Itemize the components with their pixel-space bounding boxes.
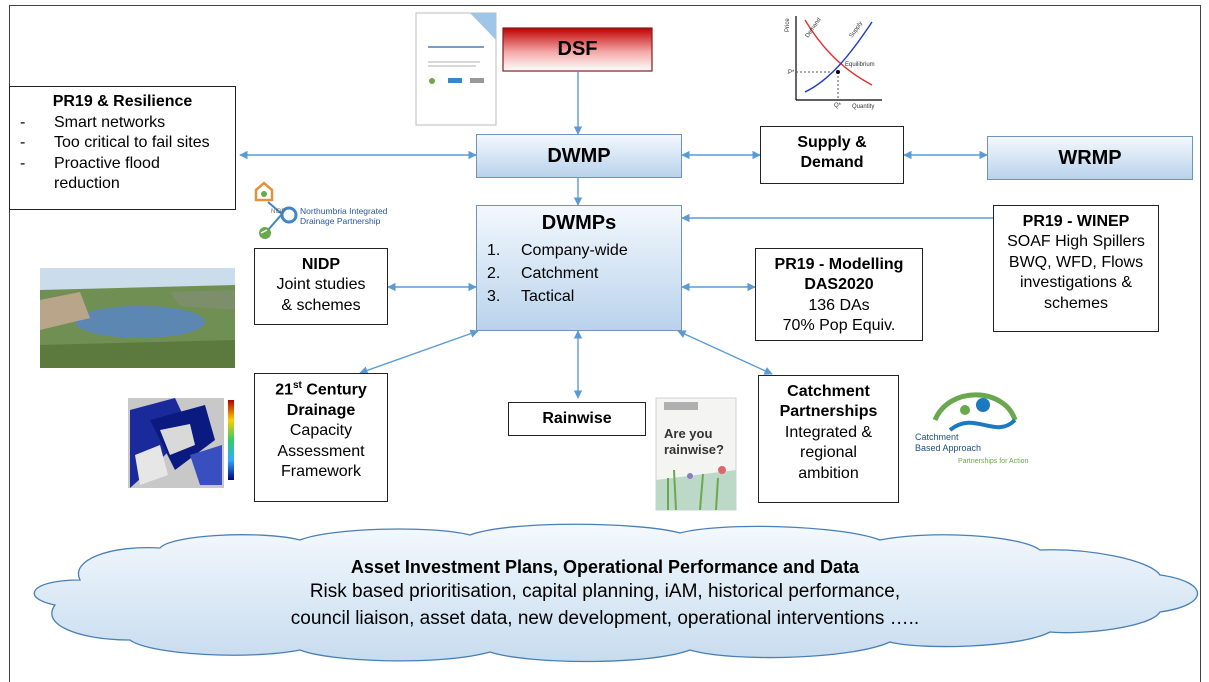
chart-equilibrium-label: Equilibrium (845, 62, 875, 68)
capacity-heatmap-image (128, 398, 234, 488)
edge-dwmps-century (359, 329, 479, 375)
cloud-line2: council liaison, asset data, new develop… (290, 607, 920, 629)
modelling-line2: 70% Pop Equiv. (782, 317, 896, 335)
winep-line4: schemes (1043, 294, 1109, 312)
pr19-resilience-item-3: -Proactive flood reduction (20, 154, 160, 193)
pr19-resilience-title: PR19 & Resilience (52, 93, 193, 110)
wrmp-label: WRMP (1058, 146, 1122, 169)
nidp-logo-line2: Drainage Partnership (300, 216, 381, 226)
supply-demand-box[interactable]: Supply & Demand (760, 126, 904, 184)
dwmps-item-3: 3.Tactical (487, 288, 575, 306)
catchment-partnerships-box[interactable]: Catchment Partnerships Integrated & regi… (758, 375, 899, 503)
rainwise-leaflet-cover (655, 397, 737, 511)
pr19-winep-box[interactable]: PR19 - WINEP SOAF High Spillers BWQ, WFD… (993, 205, 1159, 332)
diagram-frame (9, 5, 1201, 682)
catchment-line1: Integrated & (784, 423, 873, 441)
cloud-line1: Risk based prioritisation, capital plann… (309, 581, 901, 603)
dsf-label: DSF (557, 38, 598, 60)
dwmp-box[interactable]: DWMP (476, 134, 682, 178)
caba-logo-line3: Partnerships for Action (958, 458, 1029, 465)
modelling-line1: 136 DAs (808, 296, 870, 314)
catchment-line3: ambition (798, 464, 859, 482)
dwmps-item-1: 1.Company-wide (487, 242, 628, 259)
pr19-resilience-item-1: -Smart networks (20, 114, 166, 131)
nidp-logo (254, 181, 298, 239)
chart-demand-label: Demand (805, 17, 823, 39)
rainwise-cover-line2: rainwise? (664, 442, 724, 457)
nidp-box[interactable]: NIDP Joint studies & schemes (254, 248, 388, 325)
wrmp-box[interactable]: WRMP (987, 136, 1193, 180)
nidp-line2: & schemes (281, 296, 361, 314)
chart-y-label: Price (785, 18, 791, 32)
supply-demand-chart (795, 16, 882, 101)
catchment-title2: Partnerships (779, 403, 878, 421)
winep-line2: BWQ, WFD, Flows (1008, 253, 1144, 271)
nidp-logo-line1: Northumbria Integrated (300, 206, 388, 216)
pr19-resilience-box[interactable]: PR19 & Resilience -Smart networks -Too c… (9, 86, 236, 210)
cloud-shape (33, 523, 1199, 663)
dwmp-label: DWMP (547, 144, 611, 167)
caba-logo-line2: Based Approach (915, 443, 981, 453)
modelling-title2: DAS2020 (804, 276, 874, 294)
cloud-title: Asset Investment Plans, Operational Perf… (350, 557, 860, 577)
chart-q-mark: Q* (834, 103, 842, 109)
modelling-title1: PR19 - Modelling (774, 256, 904, 273)
century-line2: Assessment (277, 442, 365, 460)
dsf-box[interactable]: DSF (503, 28, 652, 71)
dsf-box-shape (502, 27, 653, 72)
winep-title: PR19 - WINEP (1022, 213, 1130, 230)
nidp-line1: Joint studies (276, 276, 366, 294)
caba-logo-line1: Catchment (915, 432, 959, 442)
catchment-title1: Catchment (787, 383, 870, 400)
supply-demand-line1: Supply & (797, 134, 867, 151)
caba-logo (932, 392, 1018, 432)
cloud-text: Asset Investment Plans, Operational Perf… (130, 555, 1080, 632)
reservoir-photo (40, 268, 235, 368)
century-line3: Framework (280, 463, 361, 481)
winep-line1: SOAF High Spillers (1007, 233, 1145, 251)
nidp-logo-mark: NIDP (271, 209, 285, 215)
pr19-resilience-item-2: -Too critical to fail sites (20, 134, 210, 152)
supply-demand-line2: Demand (800, 154, 864, 172)
edge-dwmps-catchment (677, 330, 773, 375)
rainwise-cover-line1: Are you (664, 426, 712, 441)
rainwise-box[interactable]: Rainwise (508, 402, 646, 436)
century-title2: Drainage (286, 401, 356, 419)
dsf-document-thumbnail (415, 12, 497, 126)
chart-p-mark: P* (788, 70, 795, 76)
nidp-title: NIDP (301, 256, 341, 273)
dwmps-title: DWMPs (541, 212, 617, 234)
catchment-line2: regional (800, 444, 857, 462)
dwmps-box[interactable]: DWMPs 1.Company-wide 2.Catchment 3.Tacti… (476, 205, 682, 331)
century-drainage-box[interactable]: 21st Century Drainage Capacity Assessmen… (254, 373, 388, 502)
rainwise-label: Rainwise (542, 410, 612, 427)
century-title1: 21st Century (275, 380, 367, 399)
century-line1: Capacity (289, 422, 353, 440)
pr19-modelling-box[interactable]: PR19 - Modelling DAS2020 136 DAs 70% Pop… (755, 248, 923, 341)
chart-x-label: Quantity (852, 104, 874, 110)
winep-line3: investigations & (1019, 274, 1133, 292)
dwmps-item-2: 2.Catchment (487, 265, 599, 283)
